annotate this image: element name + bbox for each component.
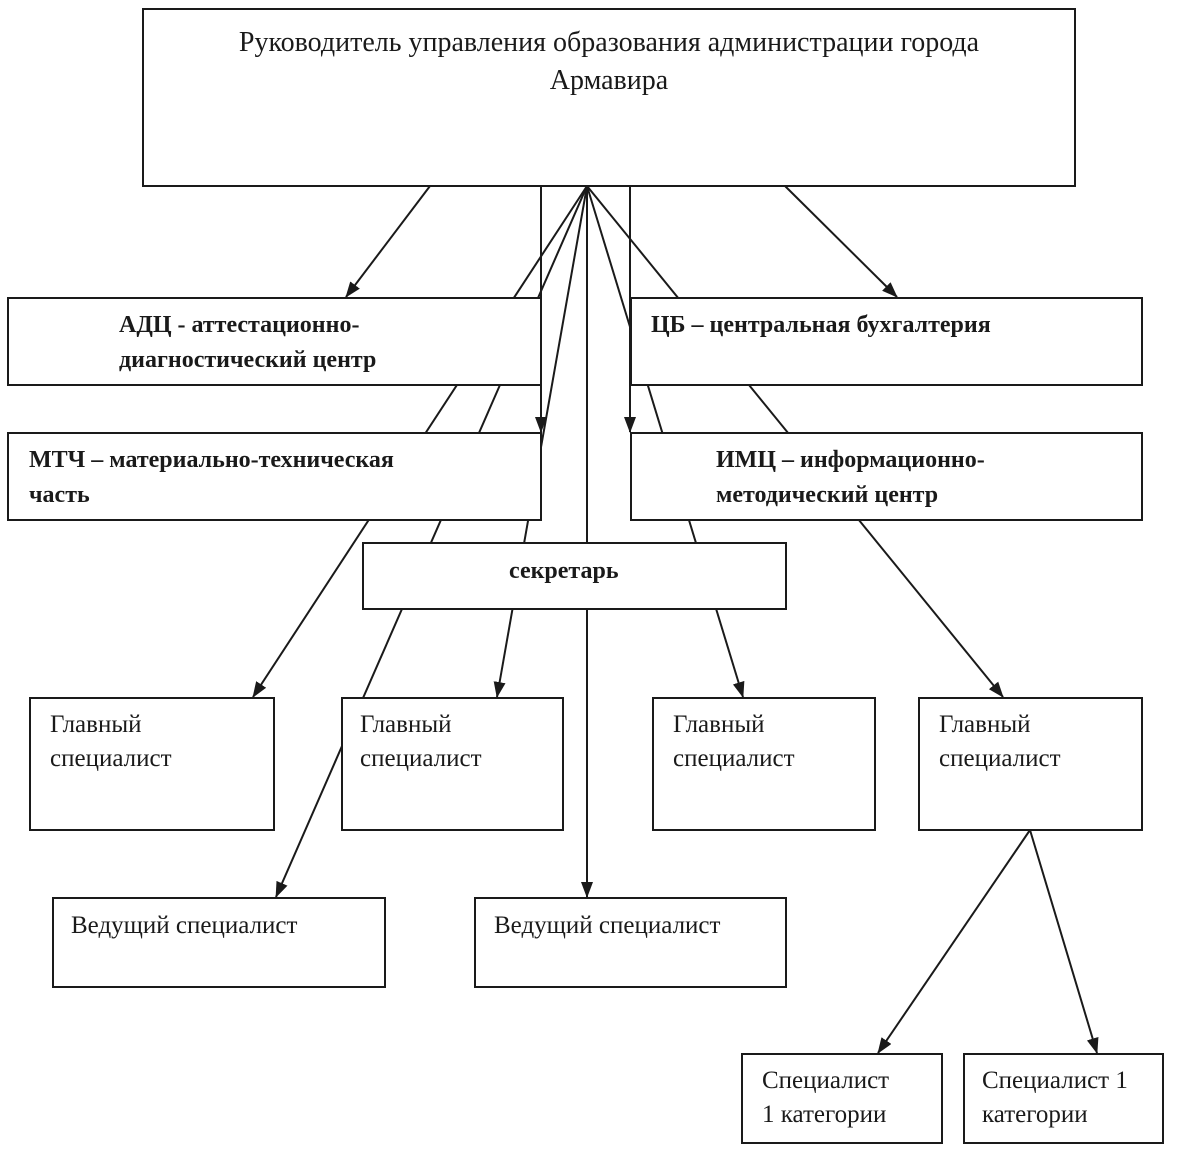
imc-box: ИМЦ – информационно- методический центр [630,432,1143,521]
chief-specialist-label-2: Главный специалист [360,711,482,772]
lead-specialist-box-1: Ведущий специалист [52,897,386,988]
head-label: Руководитель управления образования адми… [238,27,980,96]
arrow-chief4-to-spec1 [877,829,1031,1054]
arrow-head-to-cb [784,185,898,298]
mtch-label: МТЧ – материально-техническая часть [29,447,394,508]
chief-specialist-box-2: Главный специалист [341,697,564,831]
imc-label: ИМЦ – информационно- методический центр [716,447,985,508]
specialist-cat1-label-1: Специалист 1 категории [762,1067,890,1128]
specialist-cat1-box-2: Специалист 1 категории [963,1053,1164,1144]
chief-specialist-box-3: Главный специалист [652,697,876,831]
chief-specialist-box-4: Главный специалист [918,697,1143,831]
cb-label: ЦБ – центральная бухгалтерия [651,312,991,338]
lead-specialist-label-1: Ведущий специалист [71,912,298,939]
chief-specialist-box-1: Главный специалист [29,697,275,831]
arrow-chief4-to-spec2 [1029,829,1099,1054]
lead-specialist-label-2: Ведущий специалист [494,912,721,939]
chief-specialist-label-1: Главный специалист [50,711,172,772]
arrow-head-to-chief2 [493,185,588,698]
secretary-box: секретарь [362,542,787,610]
lead-specialist-box-2: Ведущий специалист [474,897,787,988]
cb-box: ЦБ – центральная бухгалтерия [630,297,1143,386]
secretary-label: секретарь [509,558,619,584]
chief-specialist-label-4: Главный специалист [939,711,1061,772]
specialist-cat1-label-2: Специалист 1 категории [982,1067,1128,1128]
adc-box: АДЦ - аттестационно- диагностический цен… [7,297,542,386]
adc-label: АДЦ - аттестационно- диагностический цен… [119,312,377,373]
mtch-box: МТЧ – материально-техническая часть [7,432,542,521]
chief-specialist-label-3: Главный специалист [673,711,795,772]
specialist-cat1-box-1: Специалист 1 категории [741,1053,943,1144]
head-box: Руководитель управления образования адми… [142,8,1076,187]
arrow-head-to-adc [345,185,431,298]
